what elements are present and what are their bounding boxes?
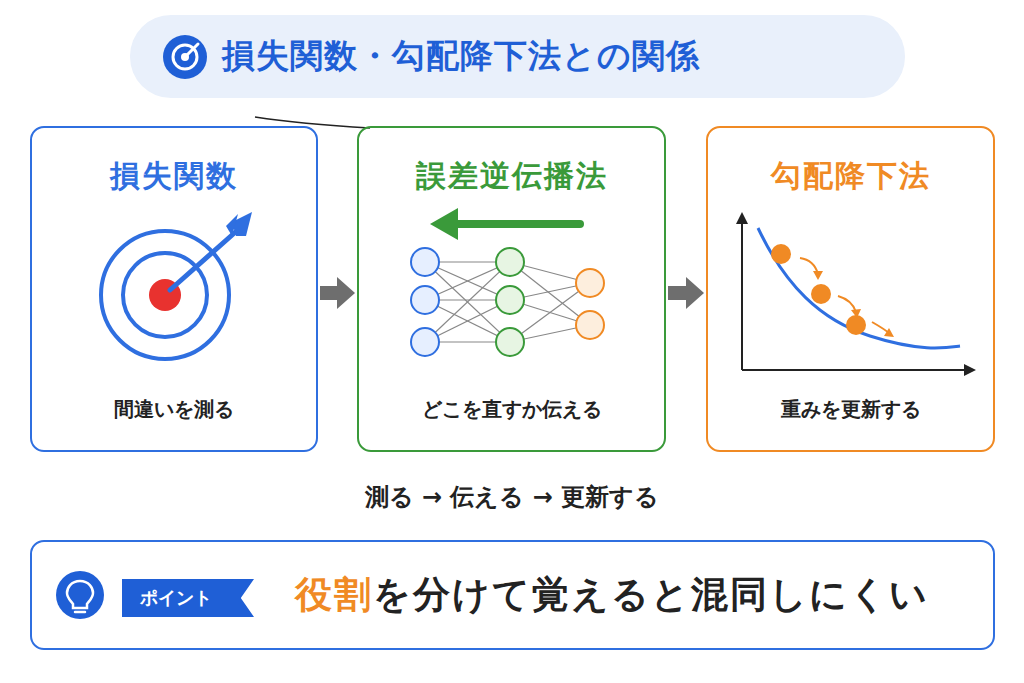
descent-chart: [736, 212, 976, 376]
bulb-icon: [56, 571, 104, 619]
backward-arrow: [430, 208, 580, 240]
loss-function-box: 損失関数間違いを測る: [30, 126, 318, 452]
backprop-box: 誤差逆伝播法どこを直すか伝える: [357, 126, 666, 452]
box-caption: 重みを更新する: [708, 396, 993, 423]
target-icon: [101, 212, 252, 359]
network-neurons: [411, 248, 604, 356]
flow-label: 測る → 伝える → 更新する: [0, 481, 1024, 513]
box-heading: 損失関数: [32, 156, 316, 197]
flow-arrow: [320, 277, 355, 309]
point-message: 役割を分けて覚えると混同しにくい: [295, 542, 929, 647]
title-pill: [130, 15, 905, 98]
highlight-word: 役割: [295, 570, 373, 620]
point-box: 役割を分けて覚えると混同しにくい ポイント: [30, 540, 995, 650]
title-text: 損失関数・勾配降下法との関係: [222, 34, 700, 79]
gradient-descent-box: 勾配降下法重みを更新する: [706, 126, 995, 452]
box-heading: 勾配降下法: [708, 156, 993, 197]
box-caption: 間違いを測る: [32, 396, 316, 423]
box-caption: どこを直すか伝える: [359, 396, 664, 423]
point-badge: ポイント: [122, 579, 254, 617]
badge-text: ポイント: [140, 586, 212, 610]
flow-arrow: [668, 277, 704, 309]
point-text: を分けて覚えると混同しにくい: [373, 570, 929, 620]
box-heading: 誤差逆伝播法: [359, 156, 664, 197]
title-icon: [163, 35, 207, 79]
